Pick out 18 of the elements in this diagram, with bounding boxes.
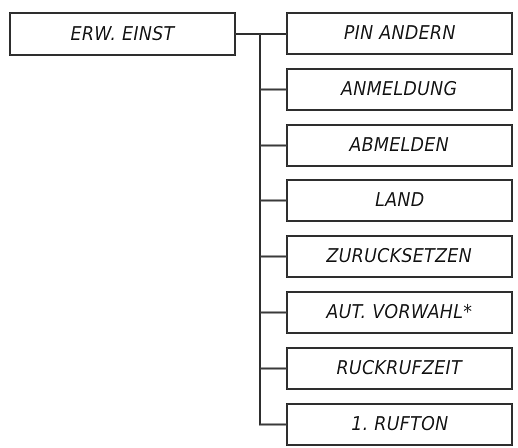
menu-label: ERW. EINST [70,24,174,44]
menu-label: ZURUCKSETZEN [326,246,472,267]
menu-box [286,347,513,390]
menu-box [286,12,513,55]
menu-box [286,291,513,334]
menu-box [286,179,513,222]
menu-label: RUCKRUFZEIT [336,358,462,379]
menu-box [286,124,513,167]
menu-box [286,68,513,111]
menu-box [9,12,236,56]
menu-label: 1. RUFTON [350,414,448,435]
menu-label: AUT. VORWAHL* [326,302,472,323]
menu-box [286,235,513,278]
menu-label: PIN ANDERN [344,23,456,44]
menu-label: LAND [374,190,424,211]
menu-box [286,403,513,446]
menu-label: ANMELDUNG [341,79,458,100]
menu-label: ABMELDEN [350,135,450,156]
